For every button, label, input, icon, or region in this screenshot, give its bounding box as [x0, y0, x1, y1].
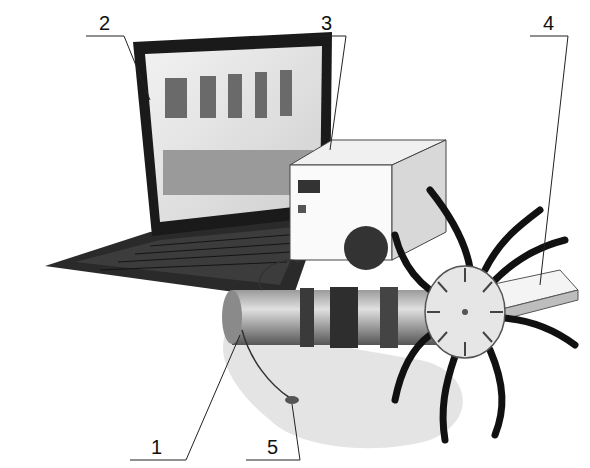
housing-band — [380, 287, 398, 348]
callout-number: 1 — [151, 436, 162, 458]
housing-band — [300, 288, 314, 347]
callout-number: 3 — [321, 12, 332, 34]
callout-number: 4 — [543, 12, 554, 34]
shadow — [223, 334, 463, 448]
callout-number: 5 — [267, 436, 278, 458]
unit-switch — [298, 205, 306, 213]
rotor-disc — [425, 266, 505, 358]
disc-hub — [462, 309, 468, 315]
disc-slots — [427, 268, 503, 356]
unit-display — [298, 180, 320, 193]
laptop-keyboard — [75, 226, 305, 285]
cable — [242, 260, 300, 398]
unit-fan — [344, 226, 388, 270]
housing-end — [222, 290, 242, 344]
sensor — [285, 396, 299, 404]
housing-band — [330, 287, 358, 348]
rotor-blades — [395, 190, 575, 440]
callout-number: 2 — [99, 12, 110, 34]
laptop-screen-bezel — [133, 32, 332, 236]
leader-lines — [86, 36, 568, 460]
keyboard-rows — [100, 234, 300, 270]
